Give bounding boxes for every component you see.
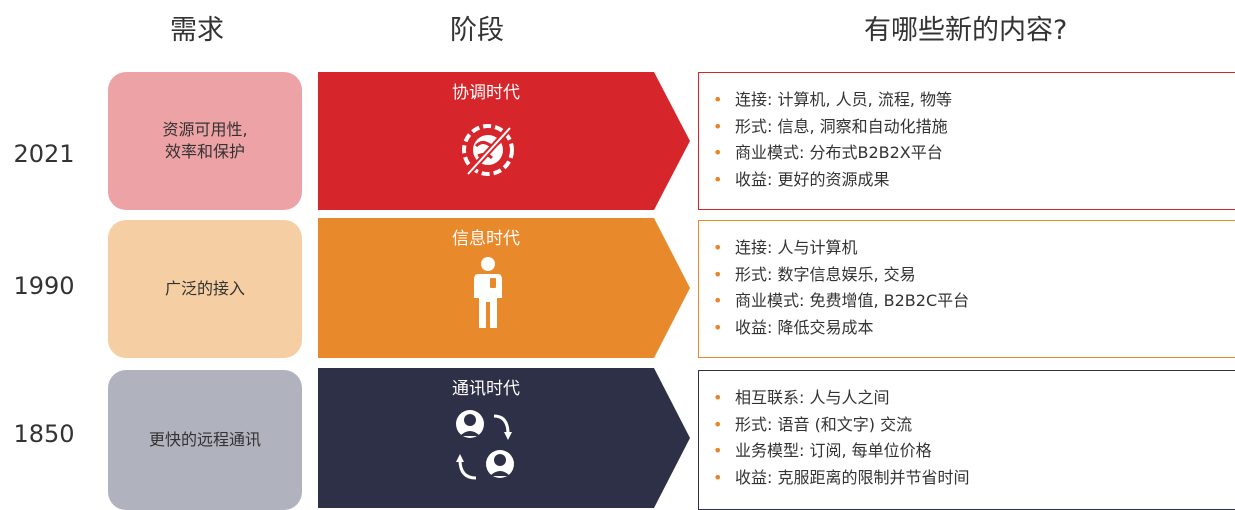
list-item: •形式: 数字信息娱乐, 交易 <box>713 264 916 284</box>
list-item: •业务模型: 订阅, 每单位价格 <box>713 441 932 460</box>
list-item: •形式: 语音 (和文字) 交流 <box>713 414 913 434</box>
arrow-shape <box>318 368 690 508</box>
header-content: 有哪些新的内容? <box>864 15 1068 46</box>
person-with-phone-icon <box>474 257 502 328</box>
year-label: 1990 <box>13 272 75 300</box>
list-item: •形式: 信息, 洞察和自动化措施 <box>713 116 948 136</box>
need-box: 更快的远程通讯 <box>108 370 302 510</box>
stage-title: 通讯时代 <box>452 379 520 399</box>
arrow-shape <box>318 72 690 210</box>
header-need: 需求 <box>170 15 224 46</box>
list-item: •连接: 计算机, 人员, 流程, 物等 <box>713 90 952 109</box>
need-box: 资源可用性, 效率和保护 <box>108 72 302 210</box>
details-box: •连接: 人与计算机 •形式: 数字信息娱乐, 交易 •商业模式: 免费增值, … <box>698 220 1235 358</box>
details-box: •连接: 计算机, 人员, 流程, 物等 •形式: 信息, 洞察和自动化措施 •… <box>698 72 1235 210</box>
list-item: •连接: 人与计算机 <box>713 238 858 257</box>
details-list: •相互联系: 人与人之间 •形式: 语音 (和文字) 交流 •业务模型: 订阅,… <box>713 385 970 491</box>
header-stage: 阶段 <box>450 15 504 46</box>
list-item: •收益: 降低交易成本 <box>713 317 874 337</box>
stage-arrow: 信息时代 <box>318 218 690 358</box>
year-label: 1850 <box>13 420 75 448</box>
list-item: •收益: 更好的资源成果 <box>713 169 890 189</box>
details-list: •连接: 人与计算机 •形式: 数字信息娱乐, 交易 •商业模式: 免费增值, … <box>713 235 970 341</box>
list-item: •商业模式: 免费增值, B2B2C平台 <box>713 291 970 310</box>
people-communicating-icon <box>456 410 514 480</box>
list-item: •商业模式: 分布式B2B2X平台 <box>713 143 943 162</box>
year-label: 2021 <box>13 140 75 168</box>
stage-title: 协调时代 <box>452 83 520 103</box>
details-box: •相互联系: 人与人之间 •形式: 语音 (和文字) 交流 •业务模型: 订阅,… <box>698 370 1235 510</box>
arrow-shape <box>318 218 690 358</box>
details-list: •连接: 计算机, 人员, 流程, 物等 •形式: 信息, 洞察和自动化措施 •… <box>713 87 952 193</box>
list-item: •相互联系: 人与人之间 <box>713 388 890 407</box>
list-item: •收益: 克服距离的限制并节省时间 <box>713 467 970 487</box>
stage-arrow: 协调时代 <box>318 72 690 210</box>
need-box: 广泛的接入 <box>108 220 302 358</box>
stage-arrow: 通讯时代 <box>318 368 690 508</box>
globe-gear-icon <box>462 124 514 177</box>
stage-title: 信息时代 <box>452 229 520 249</box>
